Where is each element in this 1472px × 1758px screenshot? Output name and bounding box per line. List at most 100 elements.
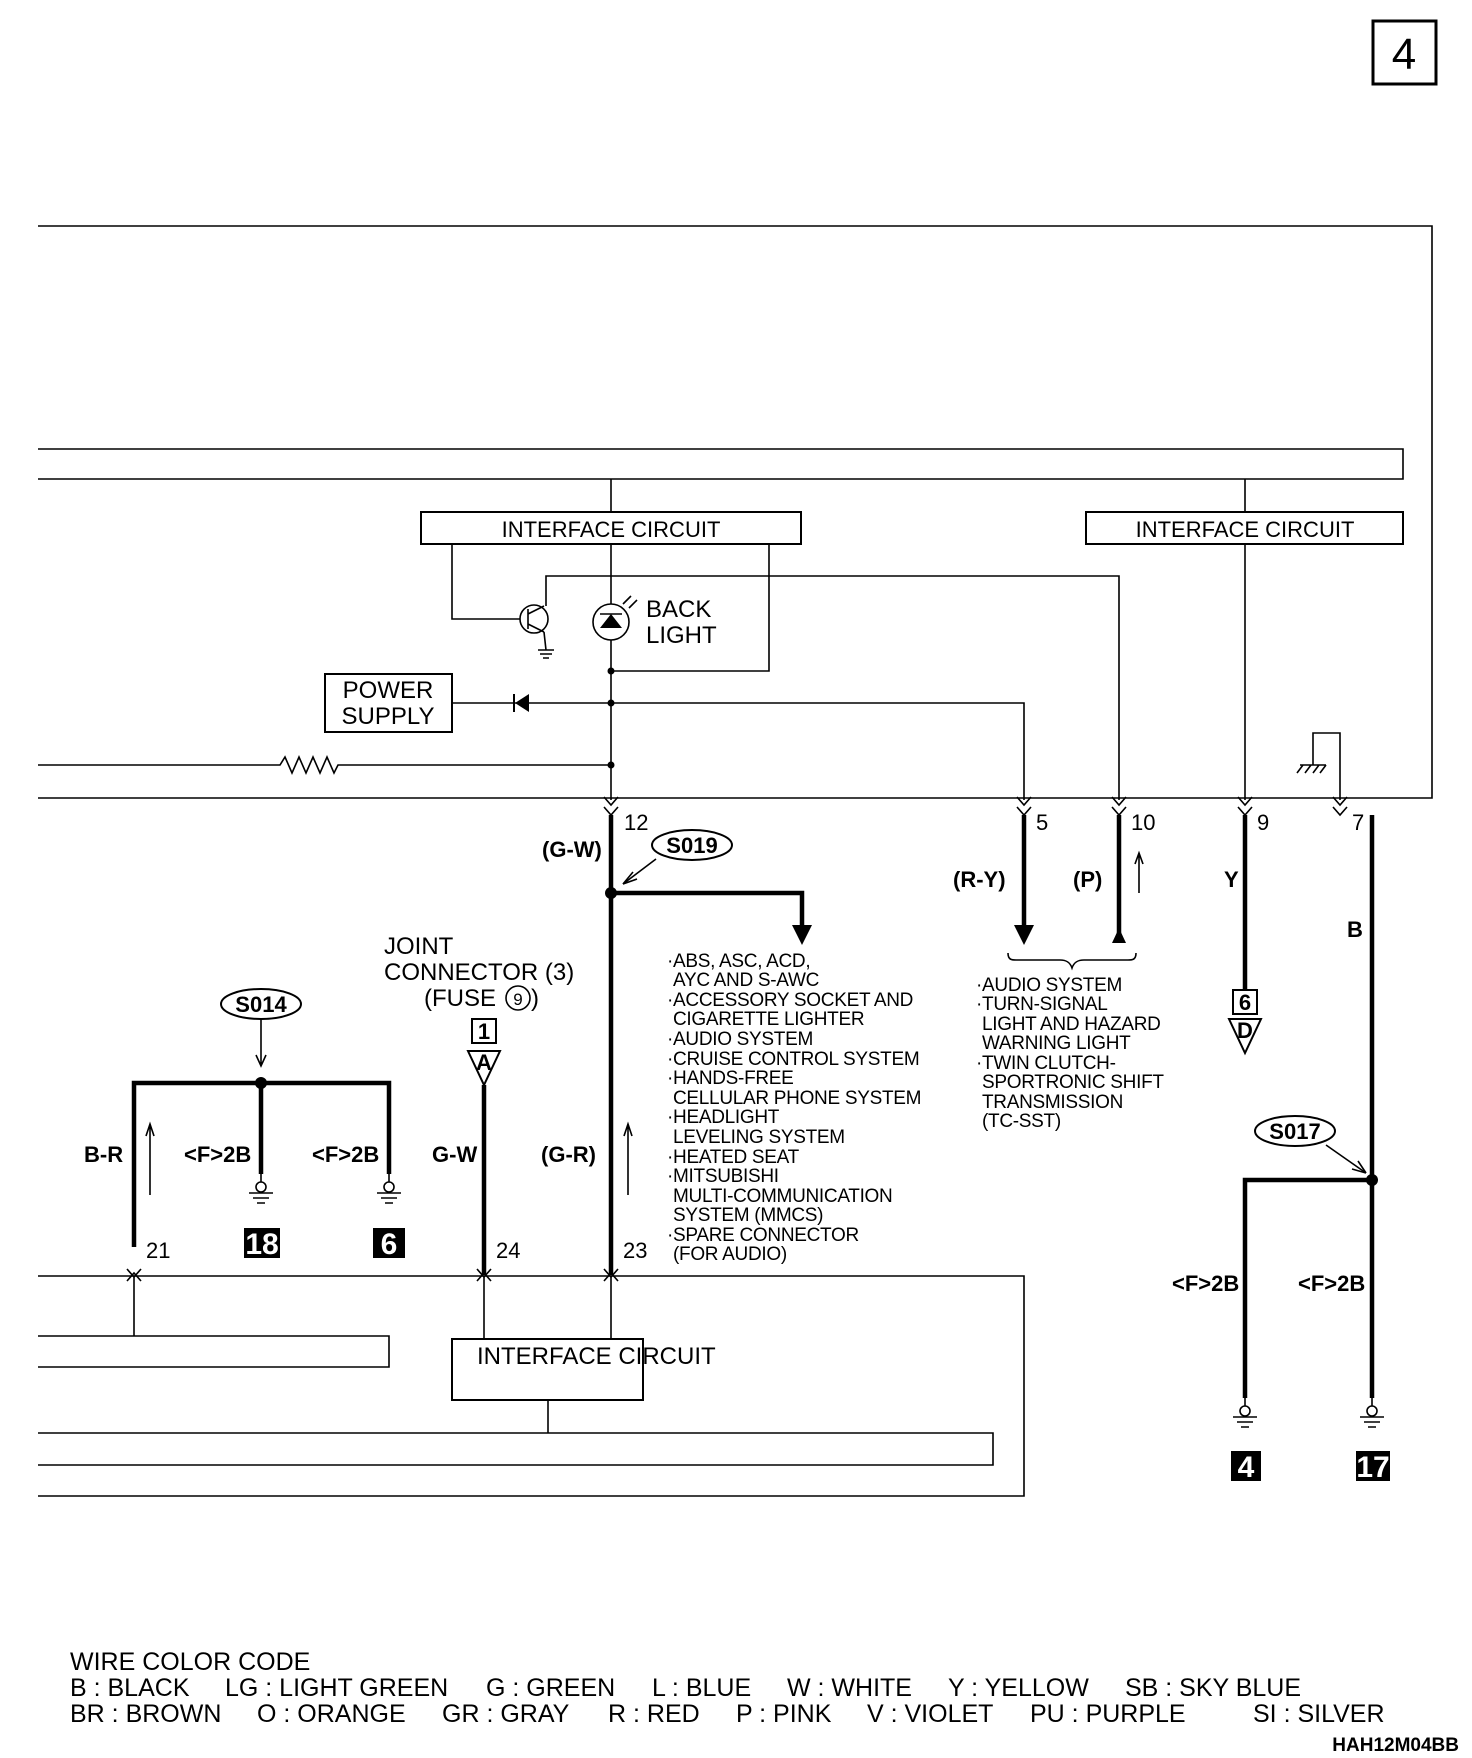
svg-text:R : RED: R : RED: [608, 1700, 700, 1728]
ground-17-box: [1356, 1451, 1390, 1481]
pin-12: 12: [624, 810, 648, 835]
pin-24: 24: [496, 1238, 520, 1263]
svg-text:(TC-SST): (TC-SST): [982, 1111, 1061, 1132]
svg-text:Y : YELLOW: Y : YELLOW: [948, 1674, 1089, 1702]
svg-text:·SPARE CONNECTOR: ·SPARE CONNECTOR: [667, 1225, 859, 1246]
svg-text:P : PINK: P : PINK: [736, 1700, 832, 1728]
ground-18-label: 18: [245, 1228, 278, 1261]
wire-color-b: B: [1347, 917, 1363, 942]
svg-text:·ACCESSORY SOCKET AND: ·ACCESSORY SOCKET AND: [667, 990, 913, 1011]
page-number-box: [1371, 19, 1438, 86]
svg-text:·TURN-SIGNAL: ·TURN-SIGNAL: [976, 994, 1108, 1015]
svg-text:·MITSUBISHI: ·MITSUBISHI: [667, 1166, 779, 1187]
connector-d-number-box: [1232, 989, 1258, 1015]
splice-s019-label: S019: [666, 833, 717, 858]
svg-text:·HEATED SEAT: ·HEATED SEAT: [667, 1147, 800, 1168]
pin-5: 5: [1036, 810, 1048, 835]
page-number: 4: [1392, 30, 1416, 79]
power-supply-box: [324, 673, 453, 733]
pin-23: 23: [623, 1238, 647, 1263]
systems-list-2: ·AUDIO SYSTEM ·TURN-SIGNAL LIGHT AND HAZ…: [976, 975, 1165, 1132]
wire-color-legend: WIRE COLOR CODE B : BLACK LG : LIGHT GRE…: [70, 1648, 1385, 1728]
svg-text:CELLULAR PHONE SYSTEM: CELLULAR PHONE SYSTEM: [673, 1088, 921, 1109]
ground-4-box: [1231, 1451, 1261, 1481]
svg-text:WARNING LIGHT: WARNING LIGHT: [982, 1033, 1131, 1054]
svg-text:V : VIOLET: V : VIOLET: [867, 1700, 993, 1728]
splice-s014-label: S014: [235, 992, 287, 1017]
diagram-code: HAH12M04BB: [1332, 1735, 1459, 1756]
svg-text:MULTI-COMMUNICATION: MULTI-COMMUNICATION: [673, 1186, 892, 1207]
svg-text:LEVELING SYSTEM: LEVELING SYSTEM: [673, 1127, 845, 1148]
svg-text:·AUDIO SYSTEM: ·AUDIO SYSTEM: [667, 1029, 813, 1050]
svg-text:SPORTRONIC SHIFT: SPORTRONIC SHIFT: [982, 1072, 1164, 1093]
wire-color-f2b-3: <F>2B: [1172, 1271, 1239, 1296]
svg-text:·ABS, ASC, ACD,: ·ABS, ASC, ACD,: [667, 951, 810, 972]
wire-color-p: (P): [1073, 867, 1102, 892]
ground-6-box: [373, 1228, 405, 1258]
connector-a-letter: A: [476, 1050, 492, 1075]
wire-color-f2b-4: <F>2B: [1298, 1271, 1365, 1296]
wire-color-g-w-low: G-W: [432, 1142, 477, 1167]
svg-text:B : BLACK: B : BLACK: [70, 1674, 190, 1702]
svg-text:SYSTEM (MMCS): SYSTEM (MMCS): [673, 1205, 823, 1226]
svg-text:TRANSMISSION: TRANSMISSION: [982, 1092, 1123, 1113]
pin-9: 9: [1257, 810, 1269, 835]
meter-module-outline: [38, 225, 1433, 799]
interface-circuit-3-label: INTERFACE CIRCUIT: [477, 1343, 716, 1370]
wire-color-f2b-1: <F>2B: [184, 1142, 251, 1167]
svg-text:L : BLUE: L : BLUE: [652, 1674, 751, 1702]
svg-text:BR : BROWN: BR : BROWN: [70, 1700, 221, 1728]
power-supply-label: POWER: [343, 677, 434, 704]
pin-7: 7: [1352, 810, 1364, 835]
transistor-icon: [519, 604, 554, 659]
ground-4-label: 4: [1238, 1451, 1255, 1484]
interface-circuit-2: [1085, 511, 1404, 545]
joint-connector-fuse: (FUSE: [424, 985, 496, 1012]
svg-text:(FOR AUDIO): (FOR AUDIO): [673, 1244, 787, 1265]
svg-text:WIRE COLOR CODE: WIRE COLOR CODE: [70, 1648, 310, 1676]
svg-text:SB : SKY BLUE: SB : SKY BLUE: [1125, 1674, 1301, 1702]
svg-text:·HEADLIGHT: ·HEADLIGHT: [667, 1107, 780, 1128]
fuse-number: 9: [513, 990, 522, 1009]
wire-color-g-w: (G-W): [542, 837, 602, 862]
ground-17-label: 17: [1356, 1451, 1389, 1484]
interface-circuit-1-label: INTERFACE CIRCUIT: [502, 517, 721, 542]
svg-text:GR : GRAY: GR : GRAY: [442, 1700, 570, 1728]
connector-a-triangle: [466, 1050, 502, 1088]
connector-d-number: 6: [1239, 990, 1251, 1015]
wire-color-y: Y: [1224, 867, 1239, 892]
connector-a-number: 1: [478, 1019, 490, 1044]
interface-circuit-2-label: INTERFACE CIRCUIT: [1136, 517, 1355, 542]
connector-d-triangle: [1227, 1018, 1263, 1056]
splice-s017-label: S017: [1269, 1119, 1320, 1144]
svg-text:·CRUISE CONTROL SYSTEM: ·CRUISE CONTROL SYSTEM: [667, 1049, 919, 1070]
interface-circuit-1: [420, 511, 802, 545]
back-light-icon: [592, 595, 638, 641]
wire-color-g-r: (G-R): [541, 1142, 596, 1167]
joint-connector-label: JOINT: [384, 933, 454, 960]
svg-text:·TWIN CLUTCH-: ·TWIN CLUTCH-: [976, 1053, 1116, 1074]
bracket-icon: [1007, 952, 1137, 971]
svg-text:LIGHT AND HAZARD: LIGHT AND HAZARD: [982, 1014, 1161, 1035]
pin-21: 21: [146, 1238, 170, 1263]
wire-color-f2b-2: <F>2B: [312, 1142, 379, 1167]
fuse-number-circle: [505, 985, 531, 1011]
systems-list-1: ·ABS, ASC, ACD, AYC AND S-AWC ·ACCESSORY…: [667, 951, 921, 1265]
back-light-label: BACK: [646, 596, 711, 623]
back-light-label-2: LIGHT: [646, 622, 717, 649]
svg-text:W : WHITE: W : WHITE: [787, 1674, 912, 1702]
ground-18-box: [244, 1228, 280, 1258]
wire-color-b-r: B-R: [84, 1142, 123, 1167]
connector-a-number-box: [471, 1018, 497, 1044]
svg-text:O : ORANGE: O : ORANGE: [257, 1700, 406, 1728]
svg-text:·HANDS-FREE: ·HANDS-FREE: [667, 1068, 794, 1089]
interface-circuit-3: [451, 1338, 644, 1401]
svg-text:AYC AND S-AWC: AYC AND S-AWC: [673, 970, 819, 991]
splice-s019: [651, 829, 733, 861]
power-supply-label-2: SUPPLY: [342, 703, 435, 730]
joint-connector-label-2: CONNECTOR (3): [384, 959, 574, 986]
ground-6-label: 6: [381, 1228, 398, 1261]
svg-text:PU : PURPLE: PU : PURPLE: [1030, 1700, 1186, 1728]
splice-s017: [1254, 1115, 1336, 1147]
